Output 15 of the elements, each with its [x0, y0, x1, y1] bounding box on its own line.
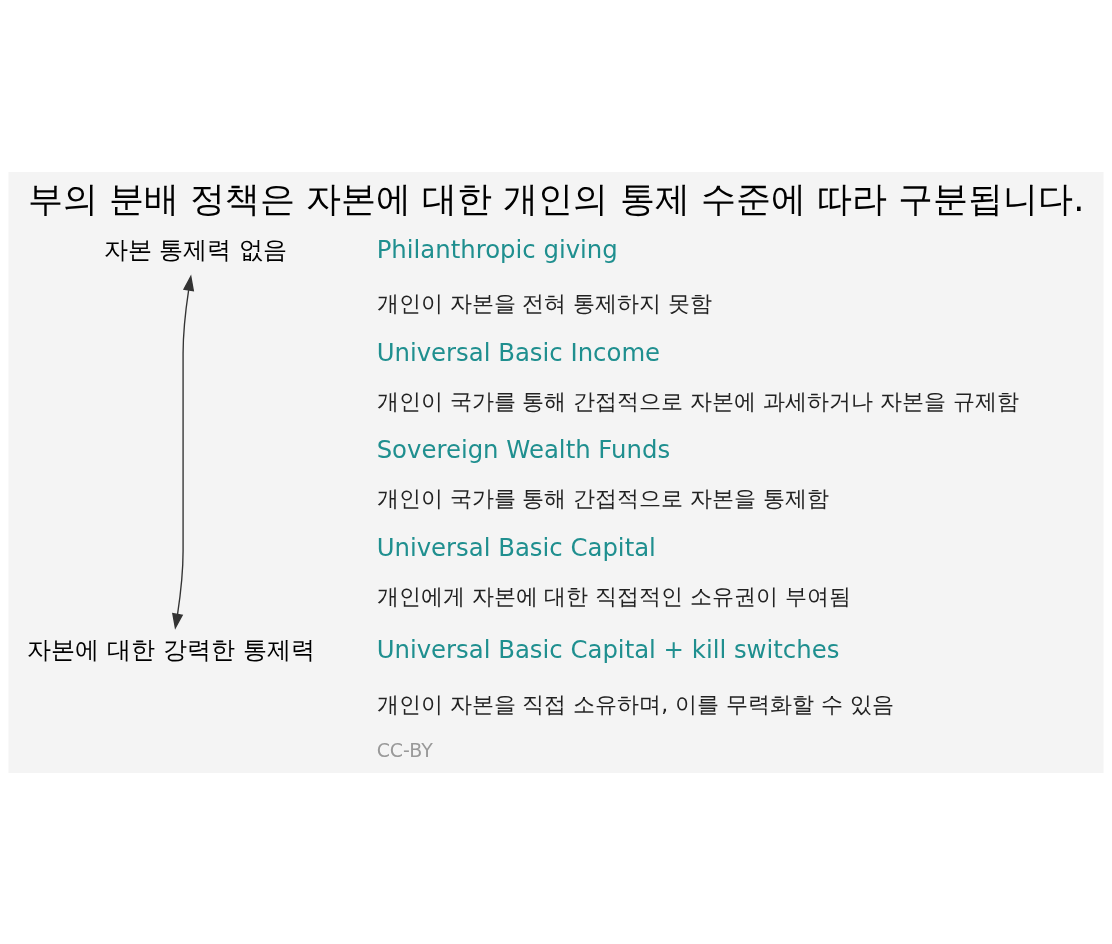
label: 개인이 국가를 통해 간접적으로 자본을 통제함 — [376, 485, 830, 511]
label: Philanthropic giving — [376, 234, 618, 264]
label: 개인이 국가를 통해 간접적으로 자본에 과세하거나 자본을 규제함 — [376, 388, 1019, 414]
label: Universal Basic Income — [376, 337, 661, 367]
arrow — [172, 274, 195, 630]
label: 개인이 자본을 전혀 통제하지 못함 — [376, 290, 713, 316]
label: Universal Basic Capital — [376, 532, 656, 562]
label: Sovereign Wealth Funds — [376, 434, 671, 464]
label: 개인이 자본을 직접 소유하며, 이를 무력화할 수 있음 — [376, 691, 894, 717]
label: CC-BY — [376, 738, 433, 761]
diagram-title: 부의 분배 정책은 자본에 대한 개인의 통제 수준에 따라 구분됩니다. — [27, 177, 1085, 219]
node-text: 자본에 대한 강력한 통제력 — [27, 634, 315, 664]
label: Universal Basic Capital + kill switches — [376, 634, 840, 664]
node-text: 자본 통제력 없음 — [103, 234, 288, 264]
label: 개인에게 자본에 대한 직접적인 소유권이 부여됨 — [376, 583, 852, 609]
